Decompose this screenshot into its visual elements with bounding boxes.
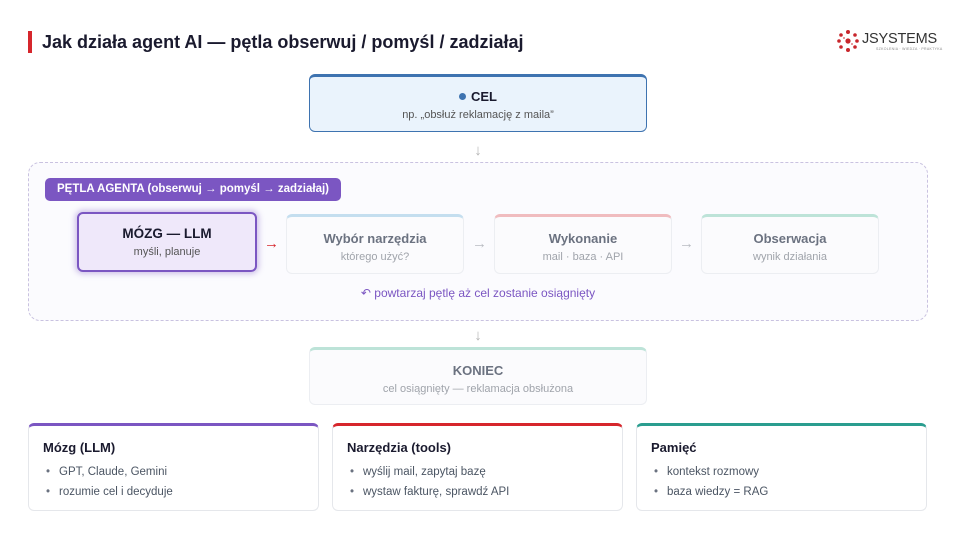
goal-box: CEL np. „obsłuż reklamację z maila”: [309, 74, 647, 132]
brain-subtitle: myśli, planuje: [133, 246, 201, 258]
list-item: kontekst rozmowy: [651, 462, 912, 482]
down-arrow-icon: ↓: [474, 327, 482, 344]
logo-text: JSYSTEMS: [862, 31, 937, 47]
list-item: rozumie cel i decyduje: [43, 482, 304, 502]
logo-mark-icon: [837, 30, 859, 52]
repeat-loop-note: ↶ powtarzaj pętlę aż cel zostanie osiągn…: [360, 286, 596, 300]
agent-loop-badge: PĘTLA AGENTA (obserwuj → pomyśl → zadzia…: [45, 178, 341, 201]
step-subtitle: którego użyć?: [340, 251, 410, 263]
step-title: Wybór narzędzia: [323, 231, 427, 246]
down-arrow-icon: ↓: [474, 142, 482, 159]
step-execution: Wykonanie mail · baza · API: [494, 214, 672, 274]
step-subtitle: wynik działania: [753, 251, 827, 263]
end-subtitle: cel osiągnięty — reklamacja obsłużona: [382, 383, 574, 395]
step-tool-selection: Wybór narzędzia którego użyć?: [286, 214, 464, 274]
step-title: Wykonanie: [548, 231, 618, 246]
goal-title: CEL: [471, 89, 497, 104]
step-observation: Obserwacja wynik działania: [701, 214, 879, 274]
right-arrow-icon: →: [264, 235, 279, 252]
brain-title: MÓZG — LLM: [122, 226, 212, 241]
card-title: Pamięć: [651, 440, 697, 455]
step-title: Obserwacja: [753, 231, 827, 246]
card-title: Narzędzia (tools): [347, 440, 452, 455]
page-title: Jak działa agent AI — pętla obserwuj / p…: [42, 32, 524, 52]
list-item: GPT, Claude, Gemini: [43, 462, 304, 482]
end-box: KONIEC cel osiągnięty — reklamacja obsłu…: [309, 347, 647, 405]
step-subtitle: mail · baza · API: [542, 251, 624, 263]
card-tools: Narzędzia (tools) wyślij mail, zapytaj b…: [332, 423, 623, 511]
list-item: baza wiedzy = RAG: [651, 482, 912, 502]
title-accent-bar: [28, 31, 32, 53]
logo-tagline: SZKOLENIA · WIEDZA · PRAKTYKA: [876, 47, 943, 51]
jsystems-logo: JSYSTEMS SZKOLENIA · WIEDZA · PRAKTYKA: [836, 29, 942, 53]
goal-dot-icon: [459, 93, 466, 100]
right-arrow-icon: →: [472, 235, 487, 252]
card-brain-llm: Mózg (LLM) GPT, Claude, Gemini rozumie c…: [28, 423, 319, 511]
list-item: wyślij mail, zapytaj bazę: [347, 462, 608, 482]
card-memory: Pamięć kontekst rozmowy baza wiedzy = RA…: [636, 423, 927, 511]
right-arrow-icon: →: [679, 235, 694, 252]
card-title: Mózg (LLM): [43, 440, 116, 455]
brain-llm-box: MÓZG — LLM myśli, planuje: [77, 212, 257, 272]
goal-subtitle: np. „obsłuż reklamację z maila”: [402, 109, 554, 121]
list-item: wystaw fakturę, sprawdź API: [347, 482, 608, 502]
end-title: KONIEC: [452, 363, 504, 378]
